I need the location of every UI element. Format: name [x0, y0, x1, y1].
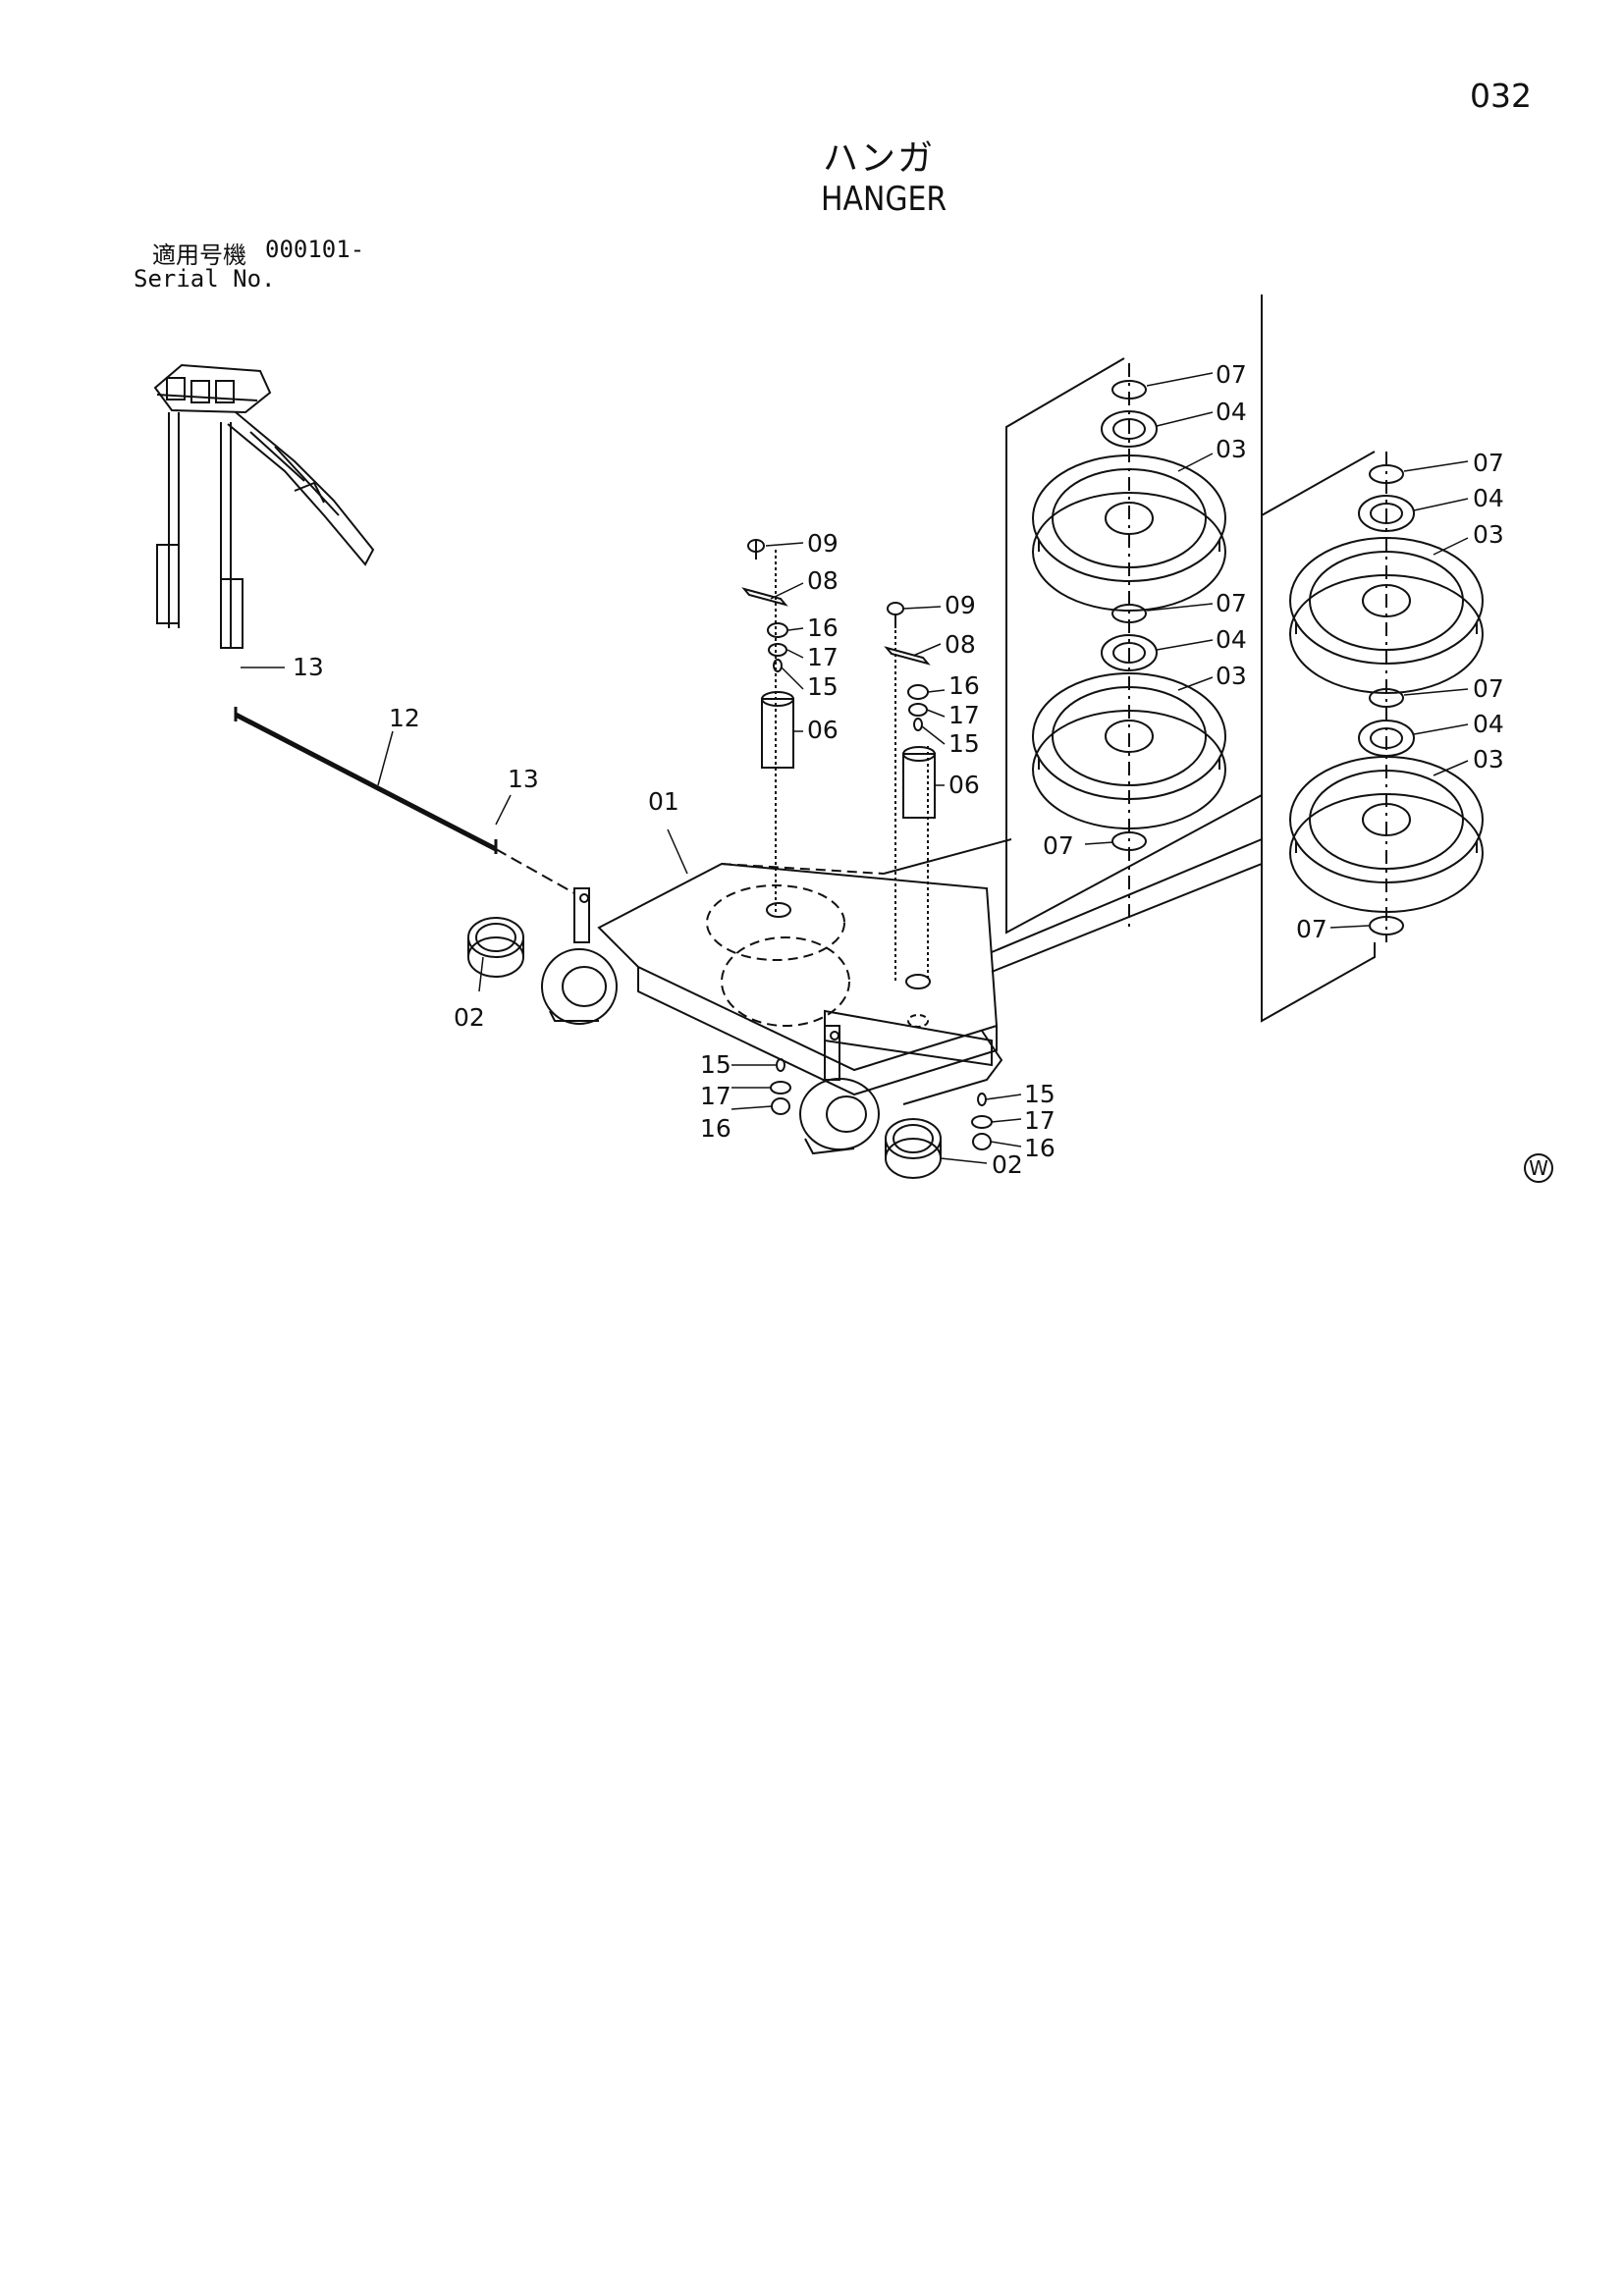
- callout-07: 07: [1296, 915, 1327, 943]
- page-number: 032: [1470, 77, 1532, 115]
- callout-02: 02: [992, 1150, 1023, 1179]
- callout-03: 03: [1216, 435, 1247, 463]
- callout-13: 13: [293, 653, 324, 681]
- callout-07: 07: [1043, 831, 1074, 860]
- callout-09: 09: [945, 591, 976, 619]
- serial-label-english: Serial No.: [134, 265, 276, 293]
- title-english: HANGER: [821, 180, 947, 219]
- callout-07: 07: [1473, 449, 1504, 477]
- callout-04: 04: [1473, 484, 1504, 512]
- bushing-02-left: [467, 917, 524, 978]
- callout-06: 06: [948, 771, 980, 799]
- callout-04: 04: [1216, 398, 1247, 426]
- callout-09: 09: [807, 529, 839, 558]
- callout-06: 06: [807, 716, 839, 744]
- callout-17: 17: [807, 643, 839, 671]
- callout-13: 13: [508, 765, 539, 793]
- callout-15: 15: [948, 729, 980, 758]
- callout-15: 15: [1024, 1080, 1056, 1108]
- callout-02: 02: [454, 1003, 485, 1032]
- callout-17: 17: [700, 1082, 731, 1110]
- watermark-w-icon: W: [1524, 1153, 1553, 1183]
- callout-03: 03: [1216, 662, 1247, 690]
- callout-17: 17: [1024, 1106, 1056, 1135]
- bushing-02-right: [885, 1118, 942, 1179]
- callout-16: 16: [1024, 1134, 1056, 1162]
- callout-08: 08: [807, 566, 839, 595]
- callout-07: 07: [1473, 674, 1504, 703]
- callout-16: 16: [948, 671, 980, 700]
- callout-01: 01: [648, 787, 679, 816]
- shaft-assembly-left: [741, 539, 794, 913]
- callout-03: 03: [1473, 520, 1504, 549]
- sheave-group-2: [1261, 451, 1484, 1023]
- callout-12: 12: [389, 704, 420, 732]
- lower-fasteners: [770, 1058, 993, 1150]
- leader-lines: [241, 372, 1469, 1164]
- callout-07: 07: [1216, 589, 1247, 617]
- callout-16: 16: [807, 614, 839, 642]
- callout-labels: 07 04 03 07 04 03 07 07 07 04 03 07 04 0…: [293, 360, 1504, 1179]
- serial-value: 000101-: [265, 236, 365, 263]
- callout-04: 04: [1216, 625, 1247, 654]
- shaft-connection-lines: [883, 838, 1263, 973]
- hanger-frame-01: [541, 862, 1003, 1155]
- callout-04: 04: [1473, 710, 1504, 738]
- callout-15: 15: [807, 672, 839, 701]
- sheave-group-1: [1005, 294, 1263, 934]
- shaft-assembly-right: [884, 602, 936, 982]
- callout-07: 07: [1216, 360, 1247, 389]
- callout-03: 03: [1473, 745, 1504, 774]
- callout-17: 17: [948, 701, 980, 729]
- callout-08: 08: [945, 630, 976, 659]
- callout-15: 15: [700, 1050, 731, 1079]
- serial-label-japanese: 適用号機: [152, 241, 246, 269]
- title-japanese: ハンガ: [823, 138, 936, 179]
- machine-overview-thumbnail: [153, 363, 375, 649]
- pin-12: [234, 707, 575, 894]
- callout-16: 16: [700, 1114, 731, 1143]
